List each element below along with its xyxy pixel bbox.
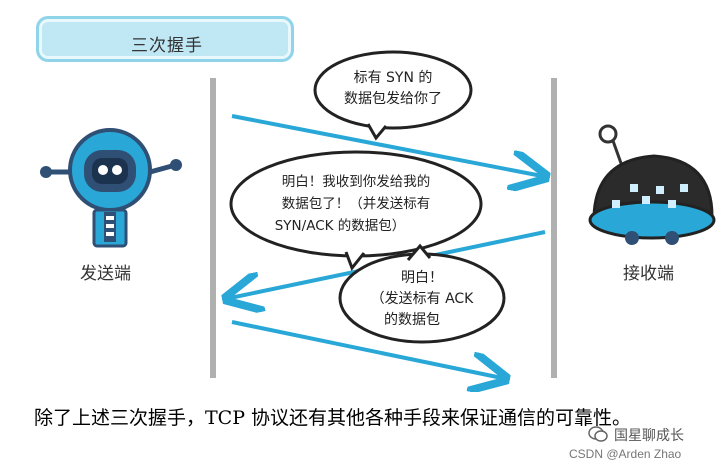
syn-arrow: [231, 114, 542, 176]
caption-text: 除了上述三次握手，TCP 协议还有其他各种手段来保证通信的可靠性。: [34, 407, 632, 429]
sender-robot-icon: [40, 128, 182, 248]
bubble2-line2: 数据包了！（并发送标有: [282, 196, 431, 212]
sender-label: 发送端: [80, 264, 131, 284]
wechat-icon: [588, 426, 608, 442]
sender-timeline: [210, 78, 216, 378]
receiver-timeline: [551, 78, 557, 378]
speech-bubble-ack: 明白！ （发送标有 ACK 的数据包: [338, 243, 506, 344]
bubble1-line1: 标有 SYN 的: [354, 70, 433, 86]
watermark-brand: 国星聊成长: [614, 428, 684, 444]
watermark-csdn: CSDN @Arden Zhao: [569, 447, 682, 461]
bubble2-line3: SYN/ACK 的数据包）: [275, 218, 406, 234]
receiver-robot-icon: [588, 124, 716, 245]
bubble1-line2: 数据包发给你了: [344, 91, 442, 107]
speech-bubble-syn: 标有 SYN 的 数据包发给你了: [313, 50, 473, 141]
speech-bubble-syn-ack: 明白！我收到你发给我的 数据包了！（并发送标有 SYN/ACK 的数据包）: [229, 150, 483, 271]
diagram-canvas: 标有 SYN 的 数据包发给你了 明白！我收到你发给我的 数据包了！（并发送标有…: [40, 50, 716, 392]
bubble3-line3: 的数据包: [384, 312, 440, 328]
bubble3-line2: （发送标有 ACK: [371, 291, 475, 307]
receiver-label: 接收端: [623, 264, 674, 284]
bubble3-line1: 明白！: [401, 270, 443, 286]
title-tab: 三次握手: [36, 16, 294, 62]
bubble2-line1: 明白！我收到你发给我的: [282, 174, 431, 190]
ack-arrow: [231, 320, 502, 378]
diagram-title: 三次握手: [131, 36, 203, 56]
three-way-handshake-diagram: 三次握手 标有 SYN 的 数据包发给你了 明白！我收到你发给我的 数据包了！（…: [36, 16, 716, 392]
